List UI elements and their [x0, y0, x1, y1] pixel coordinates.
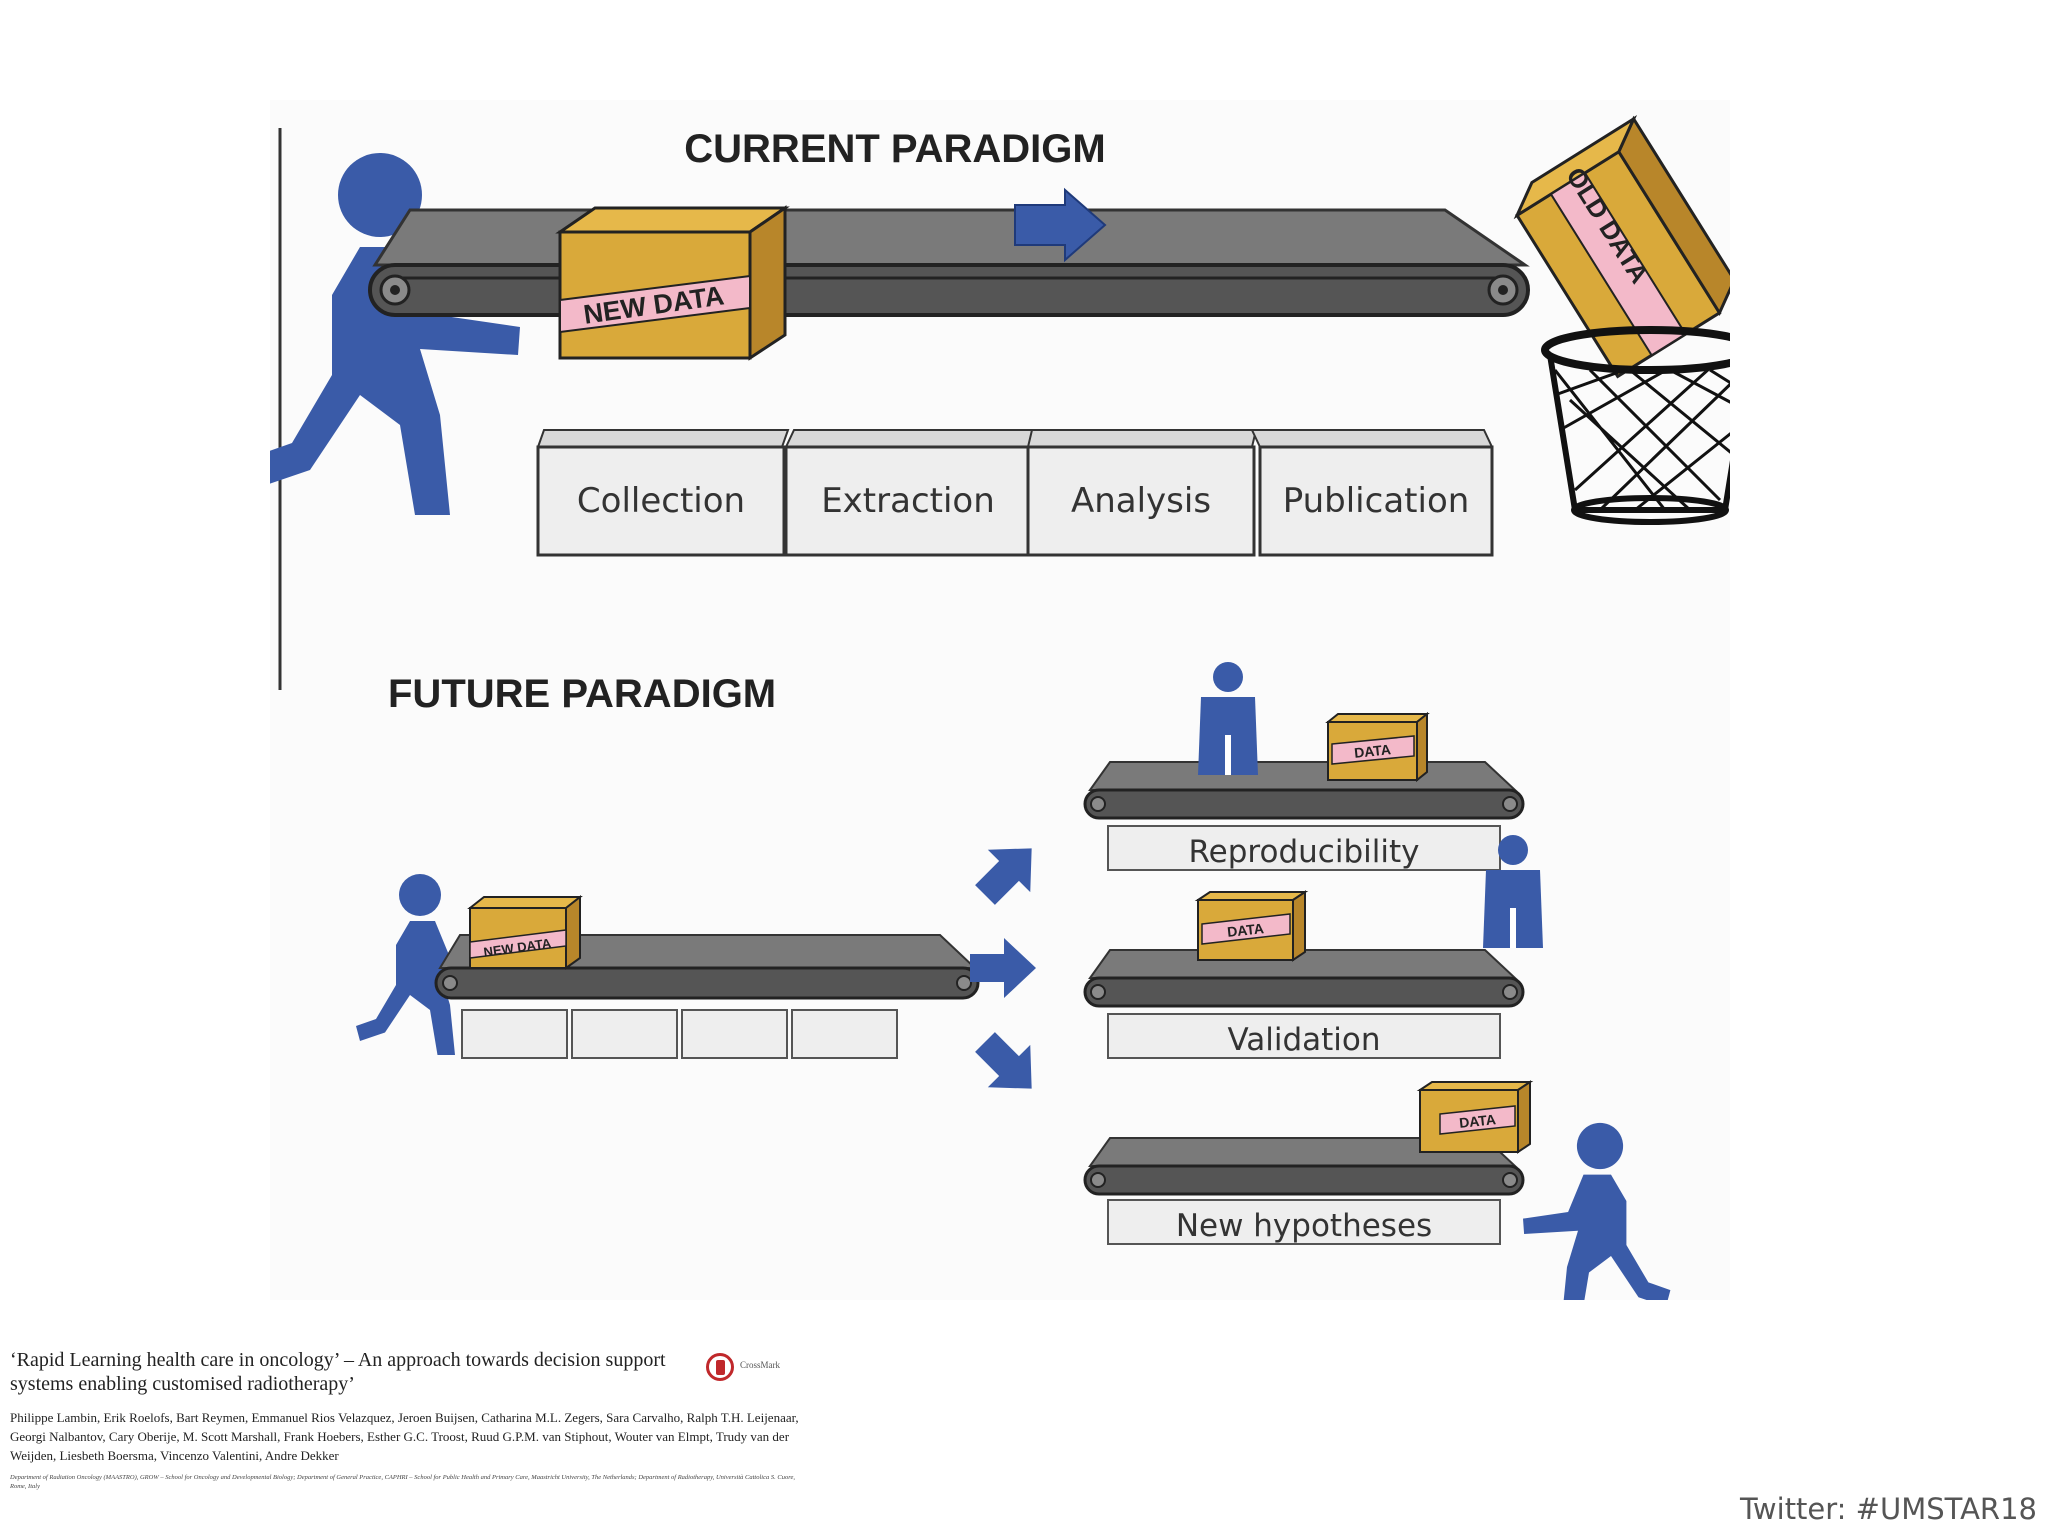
data-label-validation: DATA: [1226, 920, 1264, 940]
arrow-up-icon: [975, 848, 1032, 905]
data-label-reproducibility: DATA: [1353, 741, 1391, 761]
paradigm-figure: CURRENT PARADIGM NEW DATA OLD DATA: [270, 100, 1730, 1300]
citation-authors: Philippe Lambin, Erik Roelofs, Bart Reym…: [10, 1410, 799, 1463]
crossmark-icon: [706, 1353, 734, 1381]
stage-box-extraction: Extraction: [784, 429, 1038, 557]
future-new-data-box-icon: [467, 894, 583, 970]
citation-block: ‘Rapid Learning health care in oncology’…: [10, 1348, 810, 1491]
trash-basket-icon: [1541, 326, 1730, 525]
conveyor-validation-icon: [1083, 949, 1525, 1059]
stage-box-publication: Publication: [1250, 429, 1494, 557]
data-box-validation-icon: [1194, 890, 1309, 962]
person-standing-icon: [1198, 662, 1258, 775]
crossmark-badge[interactable]: CrossMark: [706, 1353, 816, 1387]
conveyor-new-hypotheses-icon: [1083, 1137, 1525, 1245]
stage-label-publication: Publication: [1283, 481, 1470, 521]
current-paradigm-title: CURRENT PARADIGM: [684, 127, 1105, 171]
data-box-reproducibility-icon: [1325, 711, 1430, 783]
output-label-reproducibility: Reproducibility: [1189, 834, 1420, 870]
paradigm-diagram: CURRENT PARADIGM NEW DATA OLD DATA: [270, 114, 1730, 1300]
citation-title: ‘Rapid Learning health care in oncology’…: [10, 1349, 666, 1395]
stage-label-collection: Collection: [577, 481, 745, 521]
output-label-new-hypotheses: New hypotheses: [1176, 1208, 1432, 1244]
person-icon: [270, 153, 520, 515]
future-paradigm-title: FUTURE PARADIGM: [388, 672, 776, 716]
twitter-hashtag: Twitter: #UMSTAR18: [1740, 1492, 2037, 1526]
old-data-box-icon: [1513, 114, 1730, 379]
new-data-box-icon: [555, 205, 790, 361]
stage-label-analysis: Analysis: [1071, 481, 1211, 521]
arrow-down-icon: [975, 1032, 1032, 1089]
stage-box-collection: Collection: [536, 429, 790, 557]
arrow-right-icon: [970, 938, 1036, 998]
person-pushing-icon: [1523, 1122, 1671, 1300]
citation-affiliations: Department of Radiation Oncology (MAASTR…: [10, 1474, 795, 1490]
conveyor-reproducibility-icon: [1083, 761, 1525, 871]
data-box-new-hypotheses-icon: [1416, 1080, 1534, 1154]
stage-box-analysis: Analysis: [1026, 429, 1258, 557]
conveyor-belt-icon: [368, 208, 1530, 317]
crossmark-label: CrossMark: [740, 1360, 780, 1370]
output-label-validation: Validation: [1227, 1022, 1380, 1058]
flow-arrow-icon: [1014, 187, 1107, 263]
data-label-new-hypotheses: DATA: [1458, 1111, 1496, 1131]
stage-label-extraction: Extraction: [821, 481, 995, 521]
